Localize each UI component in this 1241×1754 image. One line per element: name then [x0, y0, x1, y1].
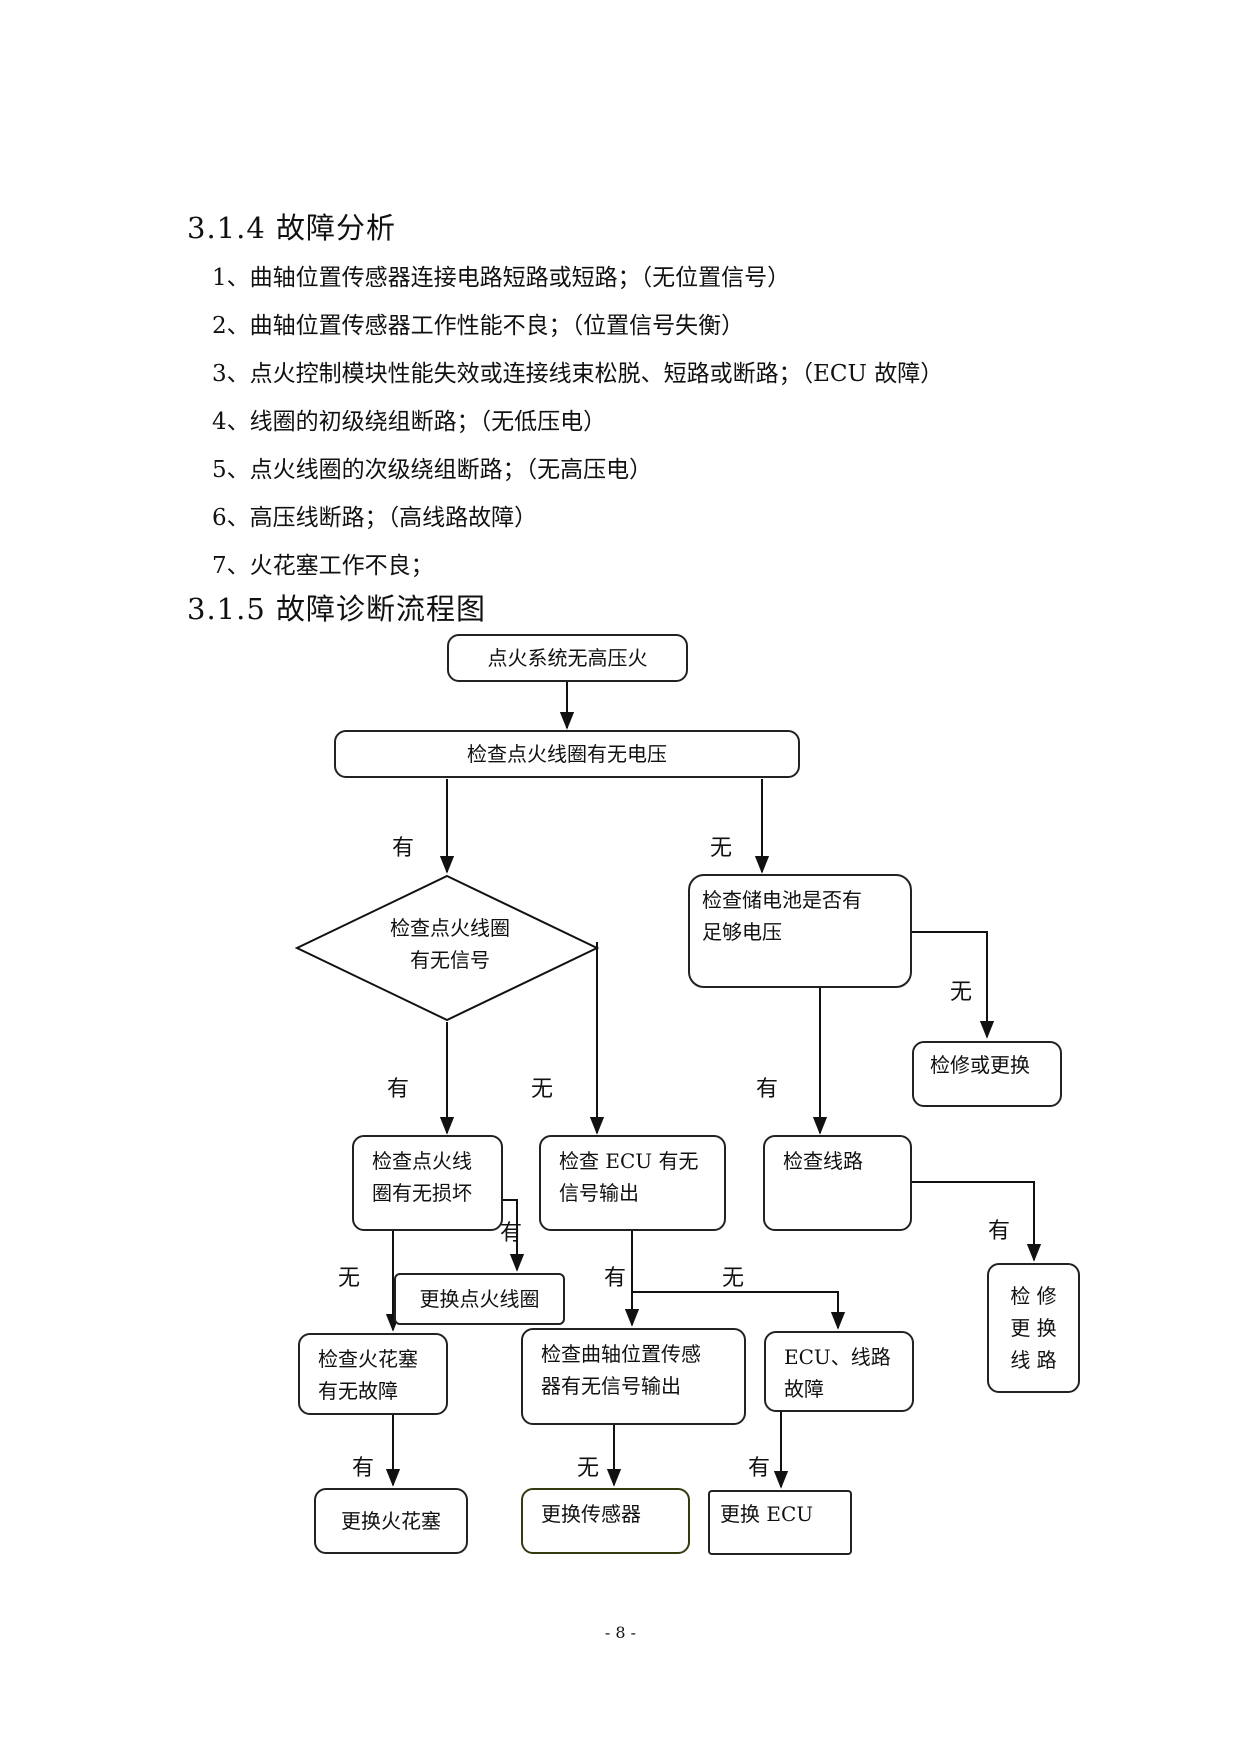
- arrow-damage-to-replace-coil: [503, 1199, 525, 1272]
- node-check-coil-damage: 检查点火线 圈有无损坏: [352, 1135, 503, 1231]
- label-no-2: 无: [950, 980, 973, 1005]
- fault-item-4: 4、线圈的初级绕组断路；（无低压电）: [212, 409, 607, 435]
- node-check-spark-plug-line2: 有无故障: [318, 1379, 398, 1403]
- node-check-battery: 检查储电池是否有 足够电压: [688, 874, 912, 988]
- node-ecu-circuit-fault: ECU、线路 故障: [764, 1331, 914, 1412]
- fault-item-7: 7、火花塞工作不良；: [212, 553, 434, 579]
- node-repair-replace-circuit-line2: 更 换: [1010, 1316, 1057, 1340]
- node-replace-coil: 更换点火线圈: [394, 1273, 565, 1325]
- node-replace-sensor-text: 更换传感器: [541, 1502, 641, 1526]
- label-no-4: 无: [338, 1266, 361, 1291]
- node-check-coil-signal-line2: 有无信号: [410, 948, 490, 972]
- arrow-ecu-to-fault: [632, 1291, 846, 1330]
- fault-item-5: 5、点火线圈的次级绕组断路；（无高压电）: [212, 457, 653, 483]
- node-repair-replace-circuit: 检 修 更 换 线 路: [987, 1263, 1080, 1393]
- node-repair-replace-circuit-line1: 检 修: [1010, 1284, 1057, 1308]
- arrow-circuit-to-repair: [912, 1181, 1042, 1262]
- arrow-battery-to-repair: [912, 931, 995, 1039]
- label-yes-5: 有: [988, 1219, 1011, 1244]
- decision-coil-signal-shape: [294, 874, 600, 1022]
- node-check-coil-voltage: 检查点火线圈有无电压: [334, 730, 800, 778]
- node-ecu-circuit-fault-line1: ECU、线路: [784, 1345, 891, 1369]
- node-replace-spark-plug-text: 更换火花塞: [341, 1509, 441, 1533]
- node-check-crank-sensor-line1: 检查曲轴位置传感: [541, 1342, 701, 1366]
- node-replace-coil-text: 更换点火线圈: [419, 1287, 540, 1311]
- node-repair-replace-circuit-line3: 线 路: [1010, 1348, 1057, 1372]
- node-check-coil-damage-line1: 检查点火线: [372, 1149, 472, 1173]
- label-yes-4: 有: [500, 1221, 523, 1246]
- node-check-crank-sensor: 检查曲轴位置传感 器有无信号输出: [521, 1328, 746, 1425]
- node-check-ecu-line2: 信号输出: [559, 1181, 639, 1205]
- label-yes-7: 有: [352, 1456, 375, 1481]
- label-yes-3: 有: [756, 1077, 779, 1102]
- node-replace-sensor: 更换传感器: [521, 1488, 690, 1554]
- node-replace-ecu-text: 更换 ECU: [720, 1502, 814, 1526]
- node-check-spark-plug: 检查火花塞 有无故障: [298, 1333, 448, 1415]
- label-no-3: 无: [531, 1077, 554, 1102]
- node-replace-spark-plug: 更换火花塞: [314, 1488, 468, 1554]
- node-replace-ecu: 更换 ECU: [708, 1490, 852, 1555]
- label-no-5: 无: [722, 1266, 745, 1291]
- node-no-high-voltage: 点火系统无高压火: [447, 634, 688, 682]
- node-check-ecu-line1: 检查 ECU 有无: [559, 1149, 699, 1173]
- node-check-spark-plug-line1: 检查火花塞: [318, 1347, 418, 1371]
- node-check-circuit-text: 检查线路: [783, 1149, 863, 1173]
- node-repair-or-replace-text: 检修或更换: [930, 1053, 1030, 1077]
- section-315-heading: 3.1.5 故障诊断流程图: [187, 592, 487, 626]
- page-number: - 8 -: [604, 1623, 637, 1642]
- node-check-coil-signal-line1: 检查点火线圈: [390, 916, 510, 940]
- node-check-battery-line2: 足够电压: [702, 920, 782, 944]
- label-yes-1: 有: [392, 836, 415, 861]
- fault-item-6: 6、高压线断路；（高线路故障）: [212, 505, 538, 531]
- fault-item-3: 3、点火控制模块性能失效或连接线束松脱、短路或断路；（ECU 故障）: [212, 361, 944, 387]
- node-check-battery-line1: 检查储电池是否有: [702, 888, 862, 912]
- node-no-high-voltage-text: 点火系统无高压火: [487, 646, 648, 670]
- label-yes-2: 有: [387, 1077, 410, 1102]
- node-check-coil-signal-text: 检查点火线圈 有无信号: [345, 912, 555, 976]
- node-check-ecu: 检查 ECU 有无 信号输出: [539, 1135, 726, 1231]
- label-yes-6: 有: [604, 1266, 627, 1291]
- fault-item-1: 1、曲轴位置传感器连接电路短路或短路；（无位置信号）: [212, 265, 791, 291]
- node-ecu-circuit-fault-line2: 故障: [784, 1377, 824, 1401]
- node-check-circuit: 检查线路: [763, 1135, 912, 1231]
- label-no-6: 无: [577, 1456, 600, 1481]
- node-check-crank-sensor-line2: 器有无信号输出: [541, 1374, 681, 1398]
- label-yes-8: 有: [748, 1456, 771, 1481]
- node-check-coil-voltage-text: 检查点火线圈有无电压: [467, 742, 667, 766]
- fault-item-2: 2、曲轴位置传感器工作性能不良；（位置信号失衡）: [212, 313, 745, 339]
- node-repair-or-replace: 检修或更换: [912, 1041, 1062, 1107]
- label-no-1: 无: [710, 836, 733, 861]
- node-check-coil-damage-line2: 圈有无损坏: [372, 1181, 472, 1205]
- section-314-heading: 3.1.4 故障分析: [187, 211, 397, 245]
